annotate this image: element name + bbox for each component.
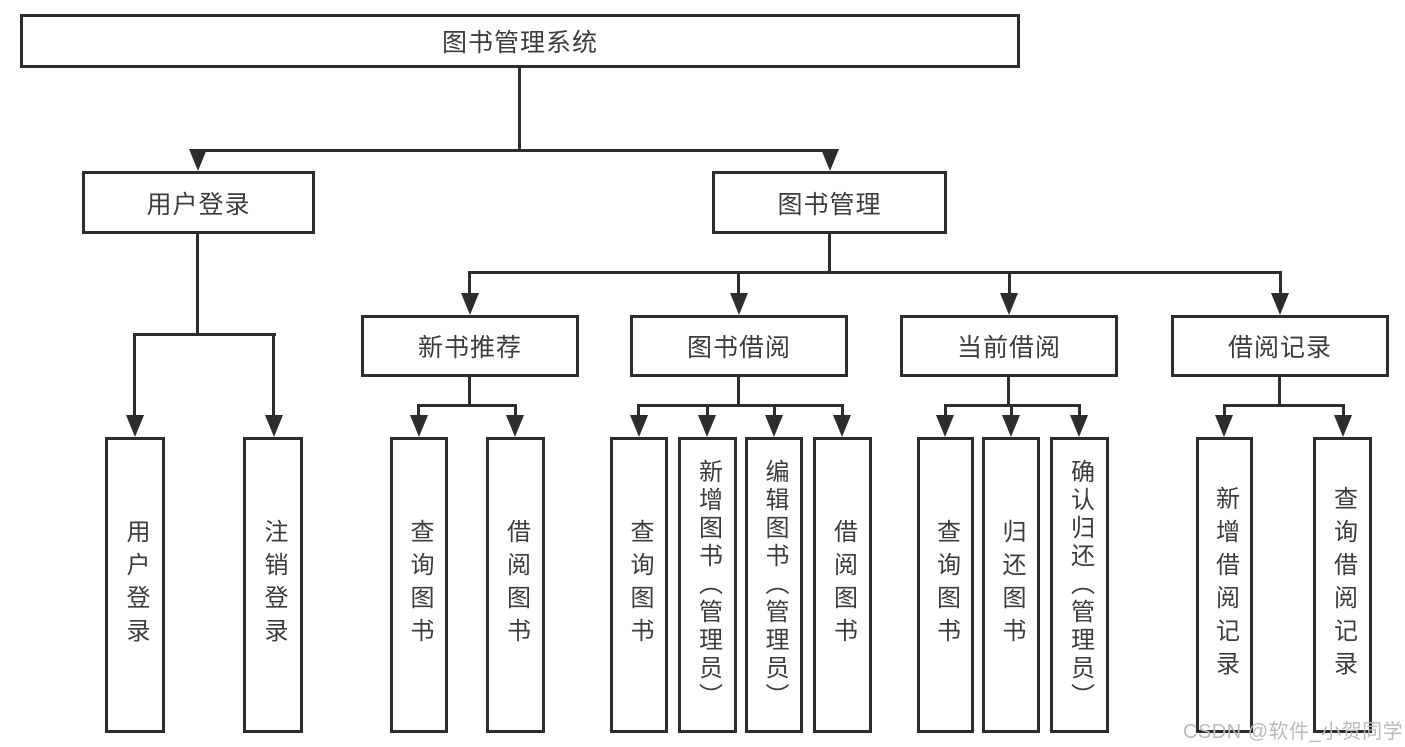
leaf-label: 查询图书 — [626, 519, 653, 651]
arrow-down-icon — [1002, 415, 1020, 437]
connector-line — [417, 404, 420, 418]
connector-line — [468, 377, 471, 407]
connector-line — [133, 333, 276, 336]
leaf-borrow-books: 借阅图书 — [486, 437, 545, 733]
arrow-down-icon — [126, 415, 144, 437]
connector-line — [773, 404, 776, 418]
leaf-label: 归还图书 — [998, 519, 1025, 651]
leaf-user-login: 用户登录 — [105, 437, 165, 733]
leaf-label: 查询借阅记录 — [1329, 486, 1357, 684]
node-root: 图书管理系统 — [20, 14, 1020, 68]
connector-line — [637, 404, 844, 407]
connector-line — [841, 404, 844, 418]
arrow-down-icon — [265, 415, 283, 437]
connector-line — [272, 333, 275, 417]
connector-line — [944, 404, 947, 418]
leaf-edit-books-admin: 编辑图书（管理员） — [745, 437, 803, 733]
node-borrow-records: 借阅记录 — [1171, 315, 1389, 377]
connector-line — [1008, 271, 1011, 297]
connector-line — [737, 377, 740, 407]
arrow-down-icon — [630, 415, 648, 437]
leaf-return-books: 归还图书 — [982, 437, 1040, 733]
arrow-down-icon — [410, 415, 428, 437]
leaf-label: 查询图书 — [932, 519, 960, 651]
leaf-label: 借阅图书 — [829, 519, 857, 651]
node-book-borrow: 图书借阅 — [630, 315, 848, 377]
connector-line — [196, 234, 199, 336]
arrow-down-icon — [461, 293, 479, 315]
leaf-borrow-books: 借阅图书 — [813, 437, 872, 733]
arrow-down-icon — [1215, 415, 1233, 437]
leaf-label: 借阅图书 — [502, 519, 530, 651]
connector-line — [1007, 377, 1010, 407]
leaf-add-books-admin: 新增图书（管理员） — [678, 437, 737, 733]
arrow-down-icon — [1271, 293, 1289, 315]
connector-line — [468, 271, 1282, 274]
connector-line — [1078, 404, 1081, 418]
arrow-down-icon — [1070, 415, 1088, 437]
arrow-down-icon — [730, 293, 748, 315]
leaf-query-borrow-record: 查询借阅记录 — [1313, 437, 1372, 733]
connector-line — [468, 271, 471, 297]
arrow-down-icon — [821, 149, 839, 171]
leaf-label: 注销登录 — [260, 519, 287, 651]
leaf-logout: 注销登录 — [243, 437, 303, 733]
connector-line — [1223, 404, 1226, 418]
arrow-down-icon — [506, 415, 524, 437]
connector-line — [1223, 404, 1345, 407]
node-book-management: 图书管理 — [712, 171, 947, 234]
leaf-confirm-return-admin: 确认归还（管理员） — [1050, 437, 1109, 733]
leaf-query-books: 查询图书 — [917, 437, 974, 733]
leaf-label: 查询图书 — [406, 519, 433, 651]
leaf-add-borrow-record: 新增借阅记录 — [1196, 437, 1253, 733]
leaf-label: 新增借阅记录 — [1211, 486, 1239, 684]
connector-line — [133, 333, 136, 417]
node-current-borrow: 当前借阅 — [900, 315, 1118, 377]
watermark: CSDN @软件_小贺同学 — [1183, 721, 1404, 743]
arrow-down-icon — [765, 415, 783, 437]
connector-line — [637, 404, 640, 418]
arrow-down-icon — [833, 415, 851, 437]
connector-line — [417, 404, 517, 407]
connector-line — [197, 149, 832, 152]
arrow-down-icon — [936, 415, 954, 437]
connector-line — [1010, 404, 1013, 418]
connector-line — [737, 271, 740, 297]
arrow-down-icon — [1334, 415, 1352, 437]
arrow-down-icon — [1000, 293, 1018, 315]
arrow-down-icon — [698, 415, 716, 437]
connector-line — [518, 68, 521, 152]
leaf-query-books: 查询图书 — [390, 437, 448, 733]
leaf-query-books: 查询图书 — [610, 437, 668, 733]
connector-line — [828, 234, 831, 274]
node-user-login: 用户登录 — [82, 171, 315, 234]
arrow-down-icon — [189, 149, 207, 171]
connector-line — [1342, 404, 1345, 418]
node-new-book-recommend: 新书推荐 — [361, 315, 579, 377]
leaf-label: 新增图书（管理员） — [694, 459, 722, 711]
connector-line — [1279, 271, 1282, 297]
leaf-label: 编辑图书（管理员） — [761, 459, 788, 711]
connector-line — [514, 404, 517, 418]
connector-line — [706, 404, 709, 418]
leaf-label: 确认归还（管理员） — [1066, 459, 1094, 711]
leaf-label: 用户登录 — [122, 519, 149, 651]
connector-line — [1278, 377, 1281, 407]
